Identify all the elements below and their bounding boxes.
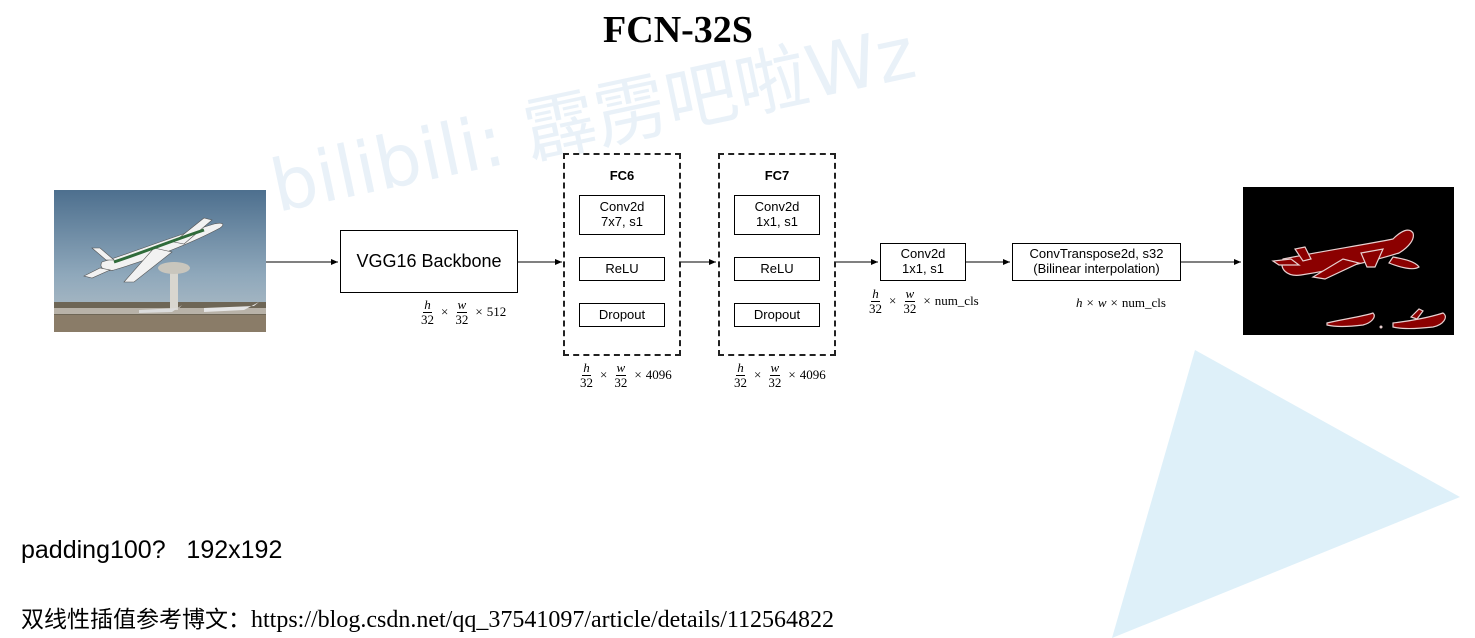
fc7-group [718,153,836,356]
blog-reference-label: 双线性插值参考博文： [21,607,251,633]
fc6-relu-label: ReLU [605,260,639,276]
classifier-conv-box: Conv2d 1x1, s1 [880,243,966,281]
classifier-conv-line2: 1x1, s1 [902,261,944,276]
vgg16-backbone-box: VGG16 Backbone [340,230,518,293]
output-dim-label: h × w × num_cls [1076,295,1166,310]
fc7-conv-line2: 1x1, s1 [756,214,798,229]
fc6-dropout-label: Dropout [598,306,646,322]
classifier-conv-line1: Conv2d [900,246,946,262]
fc7-title: FC7 [764,168,790,183]
fc7-relu-box: ReLU [734,257,820,281]
vgg16-backbone-label: VGG16 Backbone [356,251,502,272]
input-image [54,190,266,332]
fc6-conv-box: Conv2d 7x7, s1 [579,195,665,235]
fc6-title: FC6 [609,168,635,183]
conv-transpose-line1: ConvTranspose2d, s32 [1029,246,1164,262]
segmentation-output [1243,187,1454,335]
padding-note: padding100? 192x192 [21,536,283,564]
fc6-conv-line2: 7x7, s1 [601,214,643,229]
fc6-group [563,153,681,356]
fc7-dropout-box: Dropout [734,303,820,327]
fc7-dropout-label: Dropout [753,306,801,322]
fc6-dropout-box: Dropout [579,303,665,327]
blog-reference-url[interactable]: https://blog.csdn.net/qq_37541097/articl… [251,607,835,633]
fc7-relu-label: ReLU [760,260,794,276]
fc6-relu-box: ReLU [579,257,665,281]
fc7-conv-line1: Conv2d [754,199,800,215]
fc6-conv-line1: Conv2d [599,199,645,215]
diagram-title: FCN-32S [603,9,753,51]
conv-transpose-line2: (Bilinear interpolation) [1033,261,1160,276]
conv-transpose-box: ConvTranspose2d, s32 (Bilinear interpola… [1012,243,1181,281]
blog-reference: 双线性插值参考博文：https://blog.csdn.net/qq_37541… [21,600,834,634]
decorative-triangle [1112,350,1460,638]
fc7-conv-box: Conv2d 1x1, s1 [734,195,820,235]
